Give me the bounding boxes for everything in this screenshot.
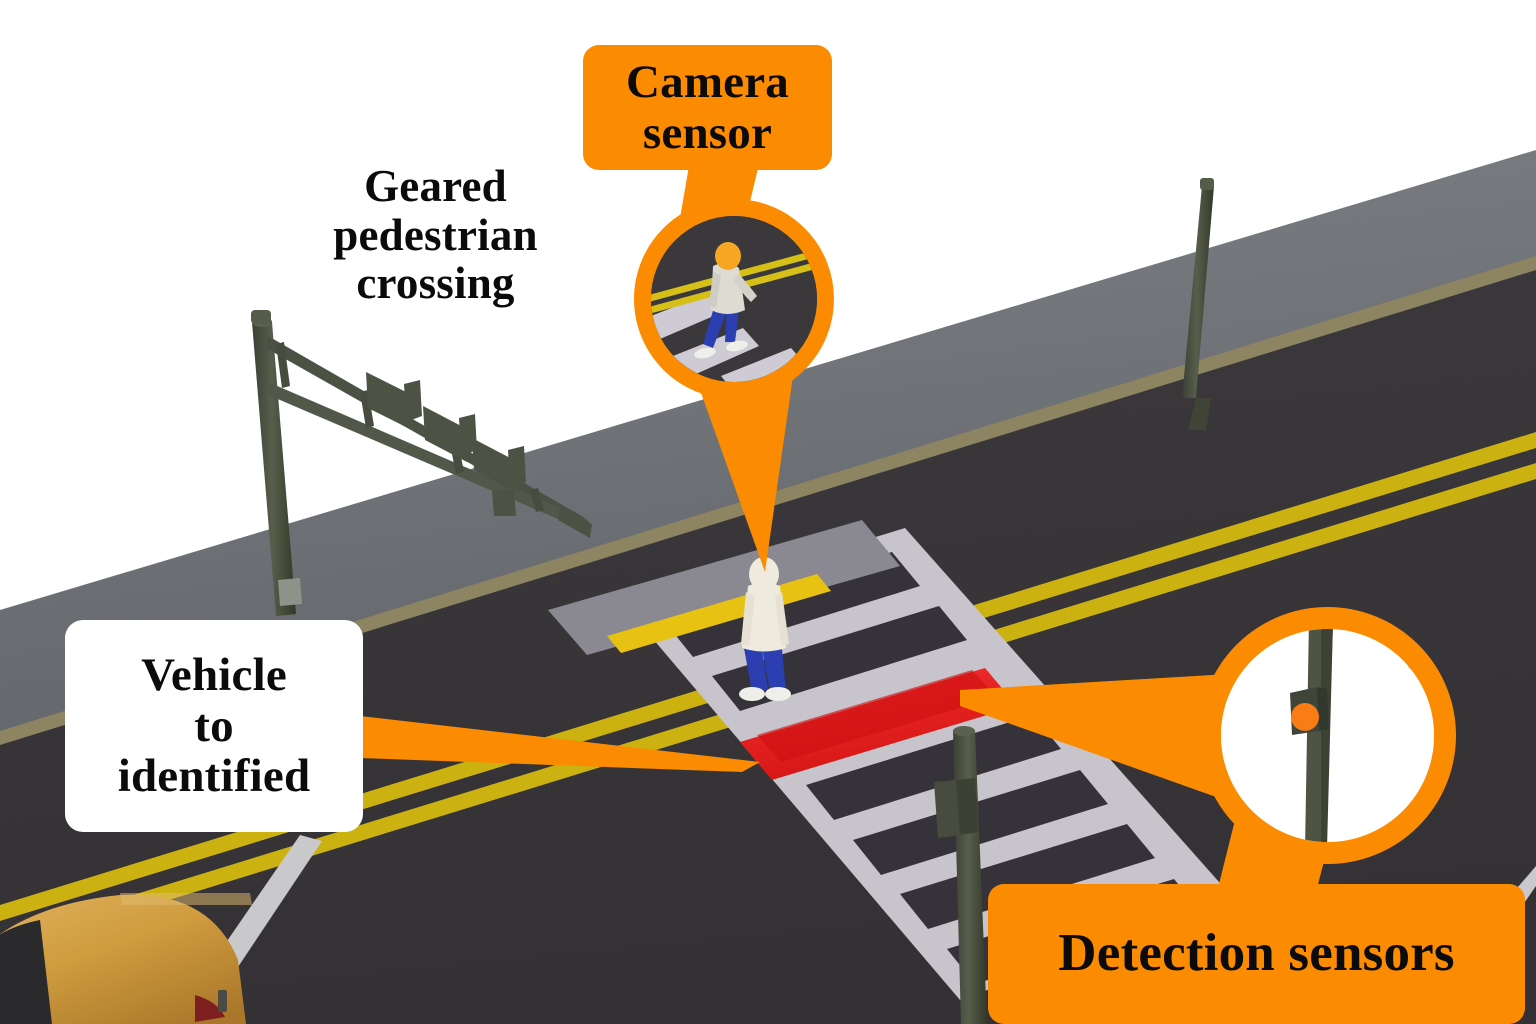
callout-camera-sensor[interactable]: Camera sensor — [583, 45, 832, 170]
camera-magnifier-content — [651, 216, 817, 382]
callout-crossing-line-1: Geared — [364, 161, 507, 212]
signal-gantry-mast-arm — [251, 310, 592, 616]
camera-pointer-cone — [690, 362, 795, 572]
magnifier-wire — [1406, 651, 1434, 669]
callout-vehicle-line-2: to — [194, 699, 234, 752]
street-pole-sensor — [934, 726, 987, 1024]
curb-ramp — [548, 520, 900, 655]
vehicle — [0, 893, 252, 1024]
sensor-indicator-light — [1291, 703, 1319, 731]
callout-vehicle-line-3: identified — [117, 750, 311, 803]
callout-geared-pedestrian-crossing[interactable]: Geared pedestrian crossing — [293, 160, 578, 310]
red-detection-zone — [740, 668, 1017, 780]
callout-camera-line-1: Camera — [625, 55, 789, 108]
vehicle-pointer-wedge — [360, 716, 760, 772]
callout-camera-line-2: sensor — [642, 106, 773, 159]
callout-vehicle-to-identified[interactable]: Vehicle to identified — [65, 620, 363, 832]
callout-crossing-line-2: pedestrian — [333, 209, 538, 260]
detection-magnifier-content — [1221, 629, 1434, 842]
detection-magnifier — [1199, 607, 1456, 864]
magnifier-crosswalk — [651, 294, 807, 382]
street-pole-far — [1182, 178, 1214, 430]
magnifier-pedestrian — [694, 242, 757, 359]
callout-detection-sensors[interactable]: Detection sensors — [988, 884, 1525, 1024]
magnifier-sensor-housing — [1290, 687, 1329, 735]
callout-crossing-line-3: crossing — [356, 258, 515, 309]
callout-detection-line-1: Detection sensors — [1058, 924, 1455, 983]
callout-vehicle-line-1: Vehicle — [141, 648, 287, 701]
pedestrian — [739, 557, 791, 701]
camera-magnifier — [634, 199, 834, 399]
